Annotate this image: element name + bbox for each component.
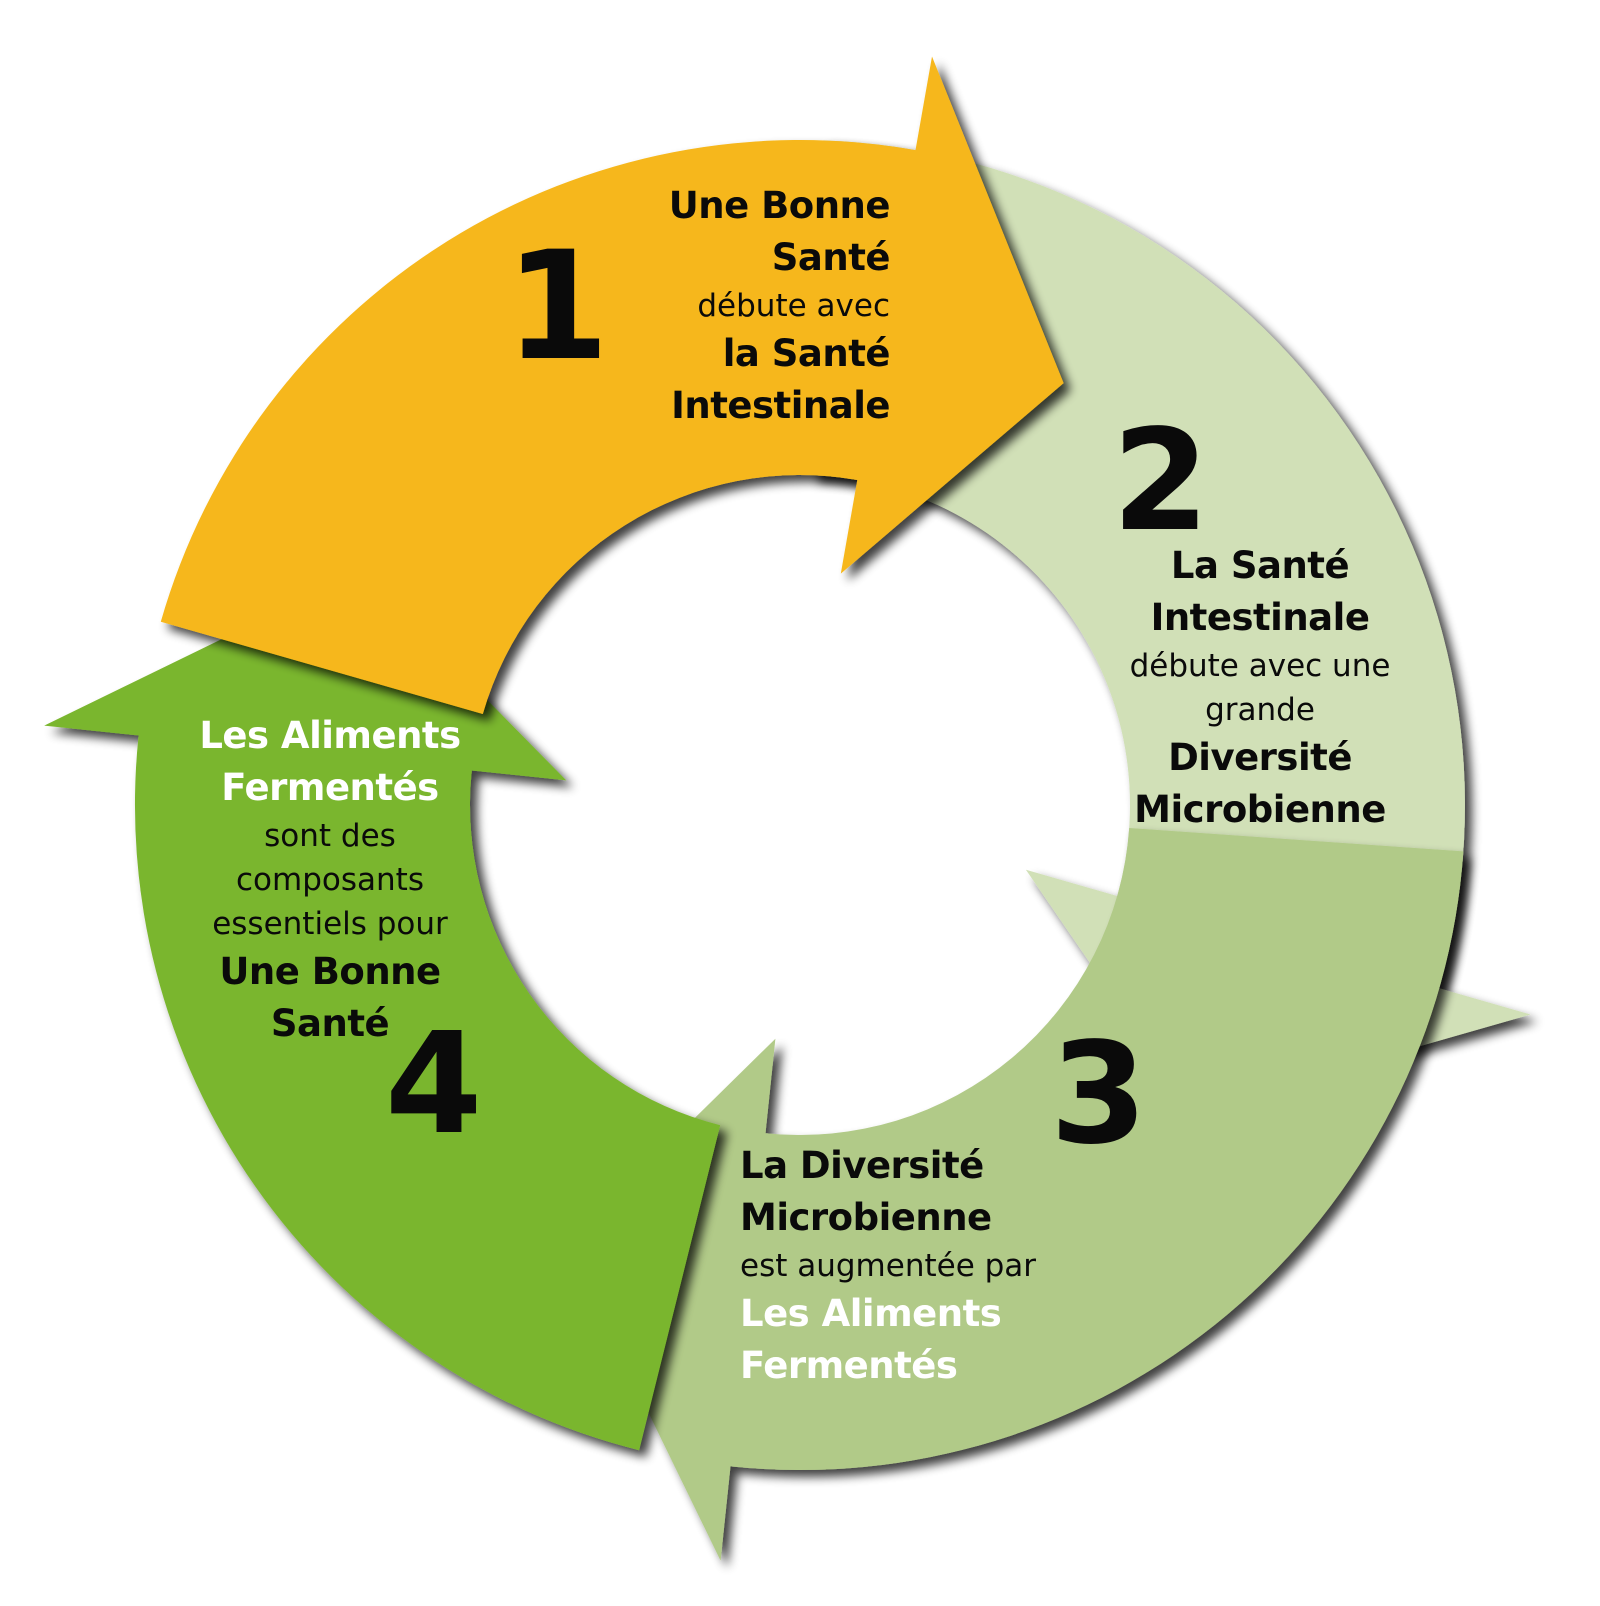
step-1-line: débute avec (697, 288, 890, 324)
step-2-line: Microbienne (1134, 788, 1386, 831)
step-1-line: Intestinale (671, 384, 890, 427)
step-4-line: composants (236, 862, 424, 898)
step-4-line: Santé (270, 1002, 390, 1045)
step-1-line: Une Bonne (668, 184, 891, 227)
step-3-arrow (566, 828, 1464, 1561)
step-2-number: 2 (1112, 400, 1209, 563)
step-2-line: Intestinale (1150, 596, 1370, 639)
step-4-number: 4 (385, 1003, 482, 1166)
step-4-line: Fermentés (221, 766, 439, 809)
step-1-number: 1 (505, 220, 609, 394)
step-4-line: sont des (264, 818, 396, 854)
step-4-line: Les Aliments (199, 714, 461, 757)
step-4-line: Une Bonne (219, 950, 441, 993)
step-3-line: est augmentée par (740, 1248, 1037, 1284)
step-2-line: grande (1205, 692, 1315, 728)
step-1-line: Santé (771, 236, 891, 279)
step-1-arrow (160, 56, 1064, 714)
step-3-number: 3 (1050, 1013, 1147, 1176)
step-3-line: La Diversité (740, 1144, 984, 1187)
step-4-line: essentiels pour (212, 906, 448, 942)
step-4-arrow (44, 571, 721, 1451)
step-3-line: Fermentés (740, 1344, 958, 1387)
step-2-line: Diversité (1168, 736, 1352, 779)
step-3-line: Microbienne (740, 1196, 992, 1239)
step-2-line: La Santé (1170, 544, 1350, 587)
step-1-line: la Santé (722, 332, 891, 375)
step-2-line: débute avec une (1129, 648, 1391, 684)
step-3-line: Les Aliments (740, 1292, 1002, 1335)
